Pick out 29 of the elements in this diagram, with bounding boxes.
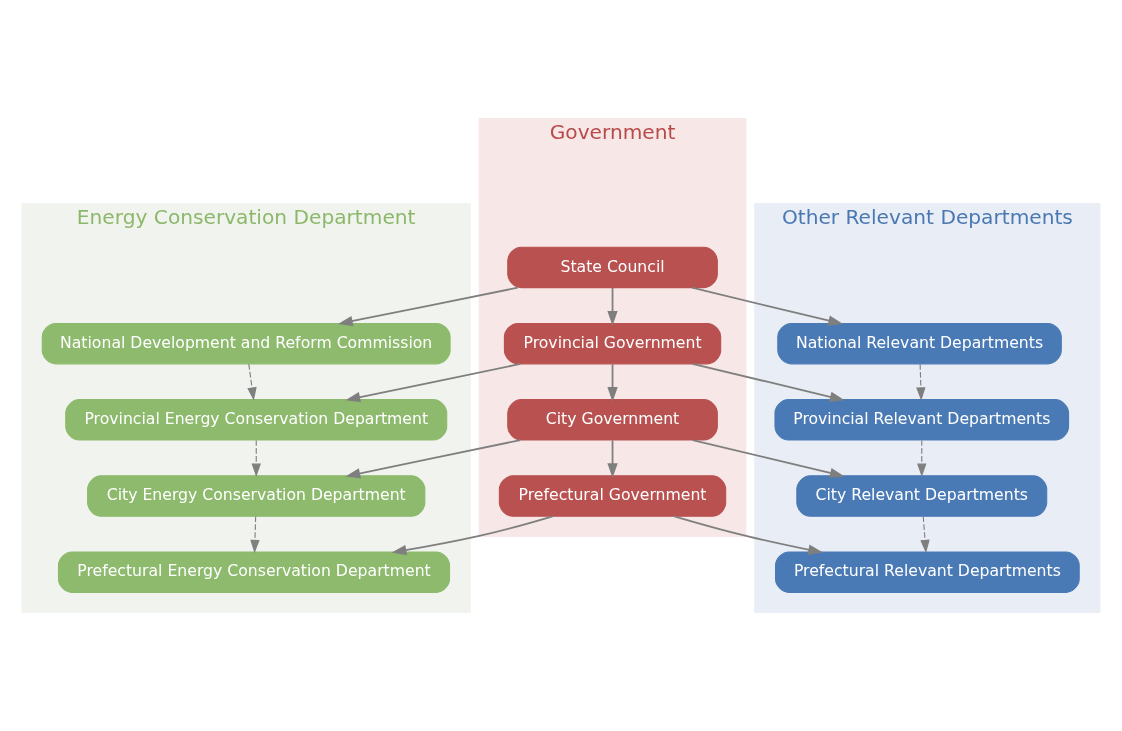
arrow bbox=[337, 286, 519, 327]
node-box: Prefectural Government bbox=[498, 475, 727, 517]
arrow bbox=[247, 363, 257, 401]
arrow bbox=[345, 439, 522, 479]
arrow bbox=[391, 515, 554, 556]
node-box: City Government bbox=[507, 399, 718, 441]
node-box: City Energy Conservation Department bbox=[87, 475, 426, 517]
arrow bbox=[673, 515, 824, 555]
node-box: City Relevant Departments bbox=[796, 475, 1048, 517]
arrow bbox=[920, 516, 930, 554]
node-box: Provincial Energy Conservation Department bbox=[65, 399, 448, 441]
node-box: National Development and Reform Commission bbox=[41, 322, 451, 365]
arrow bbox=[917, 439, 927, 478]
arrow bbox=[607, 439, 618, 479]
arrow bbox=[607, 363, 618, 402]
node-box: Provincial Relevant Departments bbox=[774, 399, 1070, 441]
arrow bbox=[251, 439, 261, 478]
arrow bbox=[691, 286, 844, 326]
arrow bbox=[691, 439, 845, 479]
arrow bbox=[916, 363, 926, 401]
node-box: National Relevant Departments bbox=[777, 322, 1062, 365]
arrow bbox=[345, 363, 522, 403]
node-box: Prefectural Energy Conservation Department bbox=[57, 551, 451, 593]
arrow bbox=[250, 516, 260, 554]
node-box: Prefectural Relevant Departments bbox=[775, 551, 1080, 593]
node-box: State Council bbox=[507, 246, 718, 289]
node-box: Provincial Government bbox=[503, 322, 722, 365]
arrow bbox=[691, 363, 845, 402]
arrow bbox=[607, 287, 618, 326]
